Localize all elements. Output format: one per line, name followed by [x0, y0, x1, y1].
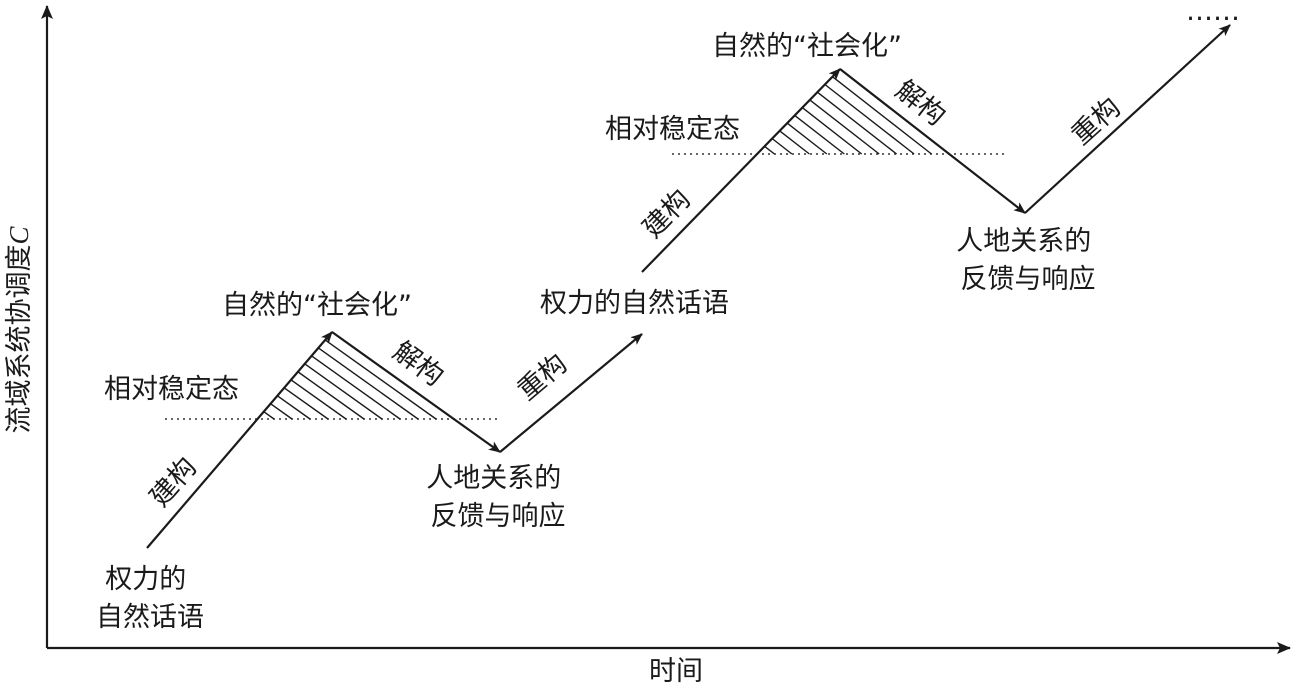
hatch-line	[809, 99, 880, 155]
hatch-line	[262, 410, 275, 420]
hatch-line	[317, 347, 419, 420]
segment-construct-1	[146, 331, 333, 549]
label-peak-2: 自然的“社会化”	[712, 31, 902, 62]
segment-deconstruct-1	[331, 331, 501, 453]
hatch-region-2	[764, 76, 932, 155]
label-continuation: ……	[1186, 0, 1240, 27]
hatch-line	[324, 339, 437, 420]
label-deconstruct-2: 解构	[889, 74, 951, 132]
hatch-line	[276, 394, 311, 420]
segment-reconstruct-2	[1024, 24, 1231, 214]
hatch-line	[824, 83, 915, 155]
label-feedback-2-line-1: 人地关系的	[956, 226, 1091, 257]
hatch-line	[764, 145, 775, 155]
hatch-region-1	[262, 339, 437, 420]
label-deconstruct-1: 解构	[387, 336, 449, 393]
hatch-line	[290, 378, 347, 420]
hatch-line	[297, 370, 365, 420]
segment-deconstruct-2	[839, 68, 1026, 214]
y-axis-label: 流域系统协调度C	[4, 226, 35, 434]
label-construct-2: 建构	[637, 184, 697, 244]
hatch-line	[310, 355, 401, 420]
label-feedback-1-line-2: 反馈与响应	[431, 501, 566, 532]
label-feedback-2-line-2: 反馈与响应	[961, 264, 1096, 295]
label-stable-2: 相对稳定态	[605, 114, 740, 145]
label-feedback-2: 人地关系的 反馈与响应	[956, 226, 1100, 295]
hatch-line	[771, 137, 793, 155]
y-axis-label-symbol: C	[4, 226, 34, 245]
hatch-line	[816, 91, 898, 155]
hatch-line	[794, 114, 845, 155]
label-mid: 权力的自然话语	[540, 288, 729, 319]
label-start-line-1: 权力的	[105, 564, 186, 595]
label-reconstruct-2: 重构	[1066, 92, 1127, 151]
hatch-line	[786, 122, 828, 155]
hatch-line	[269, 402, 293, 420]
label-construct-1: 建构	[144, 452, 203, 513]
label-start-line-2: 自然话语	[96, 602, 204, 633]
hatch-line	[283, 386, 329, 420]
label-feedback-1-line-1: 人地关系的	[426, 463, 561, 494]
hatch-line	[801, 107, 863, 155]
label-start: 权力的 自然话语	[96, 564, 204, 633]
label-peak-1: 自然的“社会化”	[222, 290, 412, 321]
y-axis-label-text: 流域系统协调度	[4, 245, 35, 434]
x-axis-label: 时间	[649, 656, 703, 687]
hatch-line	[779, 130, 810, 155]
segment-reconstruct-1	[499, 333, 643, 453]
label-stable-1: 相对稳定态	[104, 374, 239, 405]
hatch-line	[832, 76, 932, 155]
hatch-line	[303, 363, 383, 420]
label-feedback-1: 人地关系的 反馈与响应	[426, 463, 570, 532]
segment-construct-2	[641, 68, 841, 273]
